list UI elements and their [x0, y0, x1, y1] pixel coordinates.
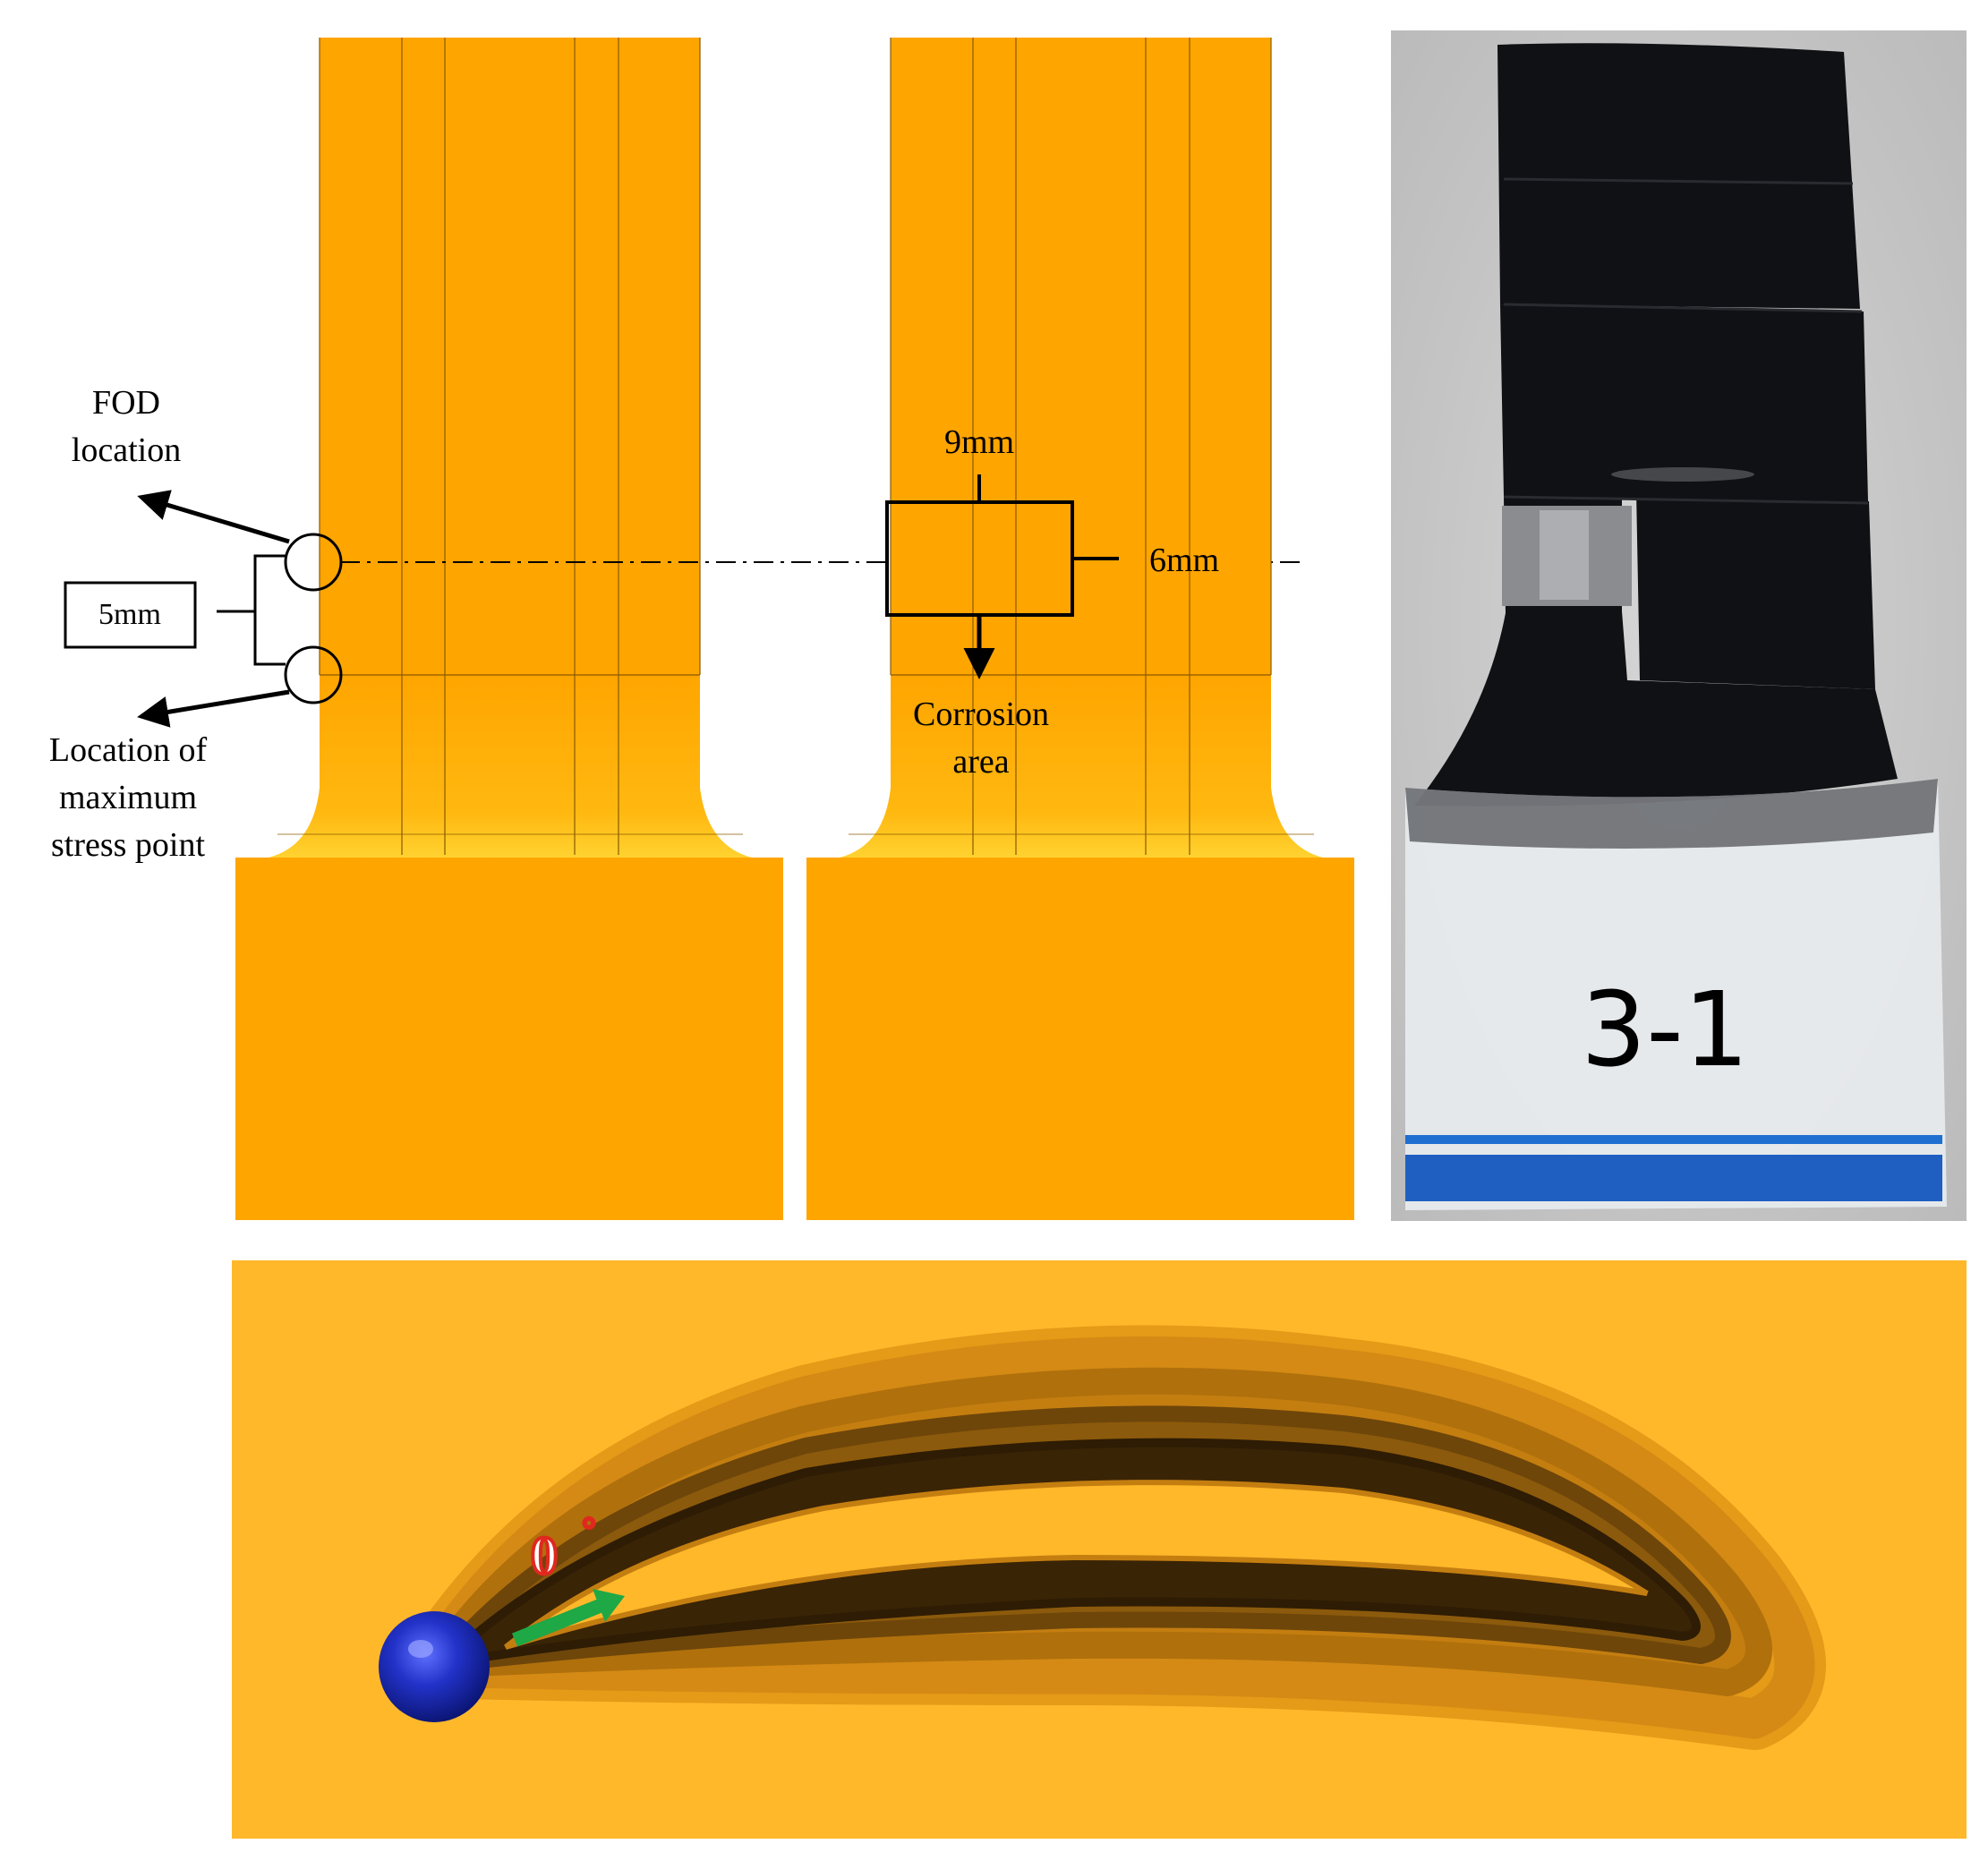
- max-stress-pointer-arrow: [137, 689, 290, 728]
- panel-fod-blade: 5mm FOD location Location of maximum str…: [49, 38, 1307, 1220]
- airfoil-cavity: [506, 1482, 1647, 1647]
- plastic-bag: [1405, 779, 1947, 1210]
- max-stress-marker: [284, 645, 343, 704]
- blade-body-right: [806, 38, 1354, 1220]
- film-blue-stripe-1: [1405, 1135, 1942, 1144]
- film-blue-stripe-2: [1405, 1155, 1942, 1201]
- height-label: 6mm: [1149, 542, 1219, 579]
- spacing-box: [64, 581, 197, 649]
- impact-angle-unit: °: [582, 1509, 596, 1549]
- protective-tape: [1414, 43, 1898, 807]
- impact-direction-arrow-icon: [512, 1589, 625, 1647]
- fod-label-line1: FOD: [92, 384, 160, 422]
- fod-pointer-arrow: [137, 490, 290, 544]
- max-stress-label-line3: stress point: [51, 826, 206, 864]
- spacing-bracket: [217, 554, 286, 666]
- spacing-label: 5mm: [98, 598, 161, 631]
- impact-angle-value: 0: [531, 1526, 558, 1585]
- max-stress-label-line2: maximum: [59, 779, 197, 816]
- panel-corrosion-blade: 9mm 6mm Corrosion area: [806, 38, 1354, 1220]
- corrosion-label-line1: Corrosion: [913, 696, 1049, 733]
- corrosion-label-line2: area: [952, 743, 1009, 781]
- max-stress-label-line1: Location of: [49, 731, 208, 769]
- projectile-sphere-icon: [379, 1611, 490, 1722]
- fod-label-line2: location: [72, 431, 181, 469]
- fod-location-marker: [284, 533, 343, 592]
- panel-specimen-photo: 3-1: [1391, 30, 1967, 1221]
- width-label: 9mm: [944, 423, 1014, 461]
- specimen-tag: 3-1: [1581, 970, 1749, 1090]
- panel-impact-section: 0 °: [232, 1260, 1967, 1839]
- blade-body-left: [235, 38, 783, 1220]
